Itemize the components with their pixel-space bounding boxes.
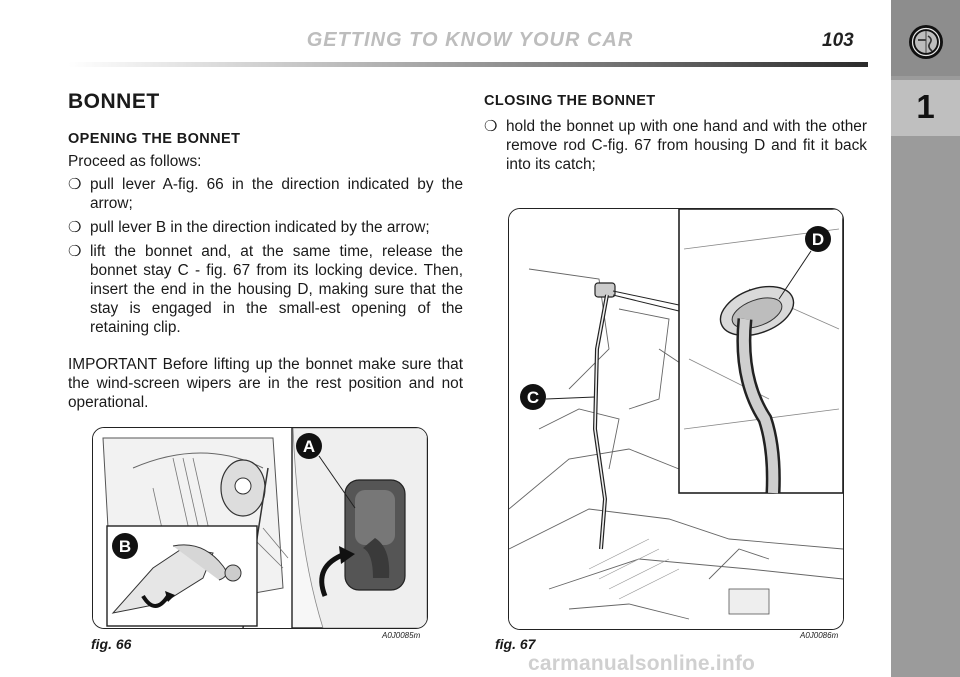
list-item-text: pull lever B in the direction indicated … [90, 219, 430, 236]
alfa-romeo-badge-icon [909, 25, 943, 59]
important-note: IMPORTANT Before lifting up the bonnet m… [68, 356, 463, 411]
bullet-circle-icon: ❍ [68, 219, 82, 236]
left-text-column: BONNET OPENING THE BONNET Proceed as fol… [68, 90, 463, 412]
list-item: ❍ pull lever A-fig. 66 in the direction … [68, 175, 463, 213]
bullet-circle-icon: ❍ [68, 176, 82, 193]
subheading-opening-bonnet: OPENING THE BONNET [68, 131, 241, 147]
section-heading-bonnet: BONNET [68, 90, 160, 113]
list-item: ❍ lift the bonnet and, at the same time,… [68, 242, 463, 337]
svg-text:D: D [812, 230, 824, 249]
chapter-block [891, 80, 960, 136]
bonnet-stay-rod-drawing: C D [509, 209, 843, 629]
bullet-circle-icon: ❍ [484, 118, 498, 135]
subheading-closing-bonnet: CLOSING THE BONNET [484, 93, 656, 109]
page-number: 103 [822, 30, 854, 51]
page-header-title: GETTING TO KNOW YOUR CAR [306, 29, 634, 51]
figure-66-caption: fig. 66 [91, 636, 132, 652]
svg-text:C: C [527, 388, 539, 407]
list-item: ❍ pull lever B in the direction indicate… [68, 218, 463, 237]
header-rule [68, 62, 868, 67]
figure-66-code: A0J0085m [382, 631, 421, 640]
figure-67-code: A0J0086m [800, 631, 839, 640]
watermark-text: carmanualsonline.info [528, 652, 756, 675]
list-item-text: pull lever A-fig. 66 in the direction in… [90, 176, 463, 212]
svg-text:B: B [119, 537, 131, 556]
right-text-column: CLOSING THE BONNET ❍ hold the bonnet up … [484, 93, 867, 174]
bonnet-release-levers-drawing: B A [93, 428, 427, 628]
bullet-circle-icon: ❍ [68, 243, 82, 260]
figure-67-illustration: C D [508, 208, 844, 630]
list-item-text: lift the bonnet and, at the same time, r… [90, 243, 463, 336]
chapter-side-strip: 1 [891, 0, 960, 677]
figure-66-illustration: B A [92, 427, 428, 629]
list-item: ❍ hold the bonnet up with one hand and w… [484, 117, 867, 174]
intro-text: Proceed as follows: [68, 153, 202, 170]
chapter-number: 1 [916, 88, 935, 125]
svg-text:A: A [303, 437, 315, 456]
figure-67-caption: fig. 67 [495, 636, 536, 652]
list-item-text: hold the bonnet up with one hand and wit… [506, 118, 867, 173]
